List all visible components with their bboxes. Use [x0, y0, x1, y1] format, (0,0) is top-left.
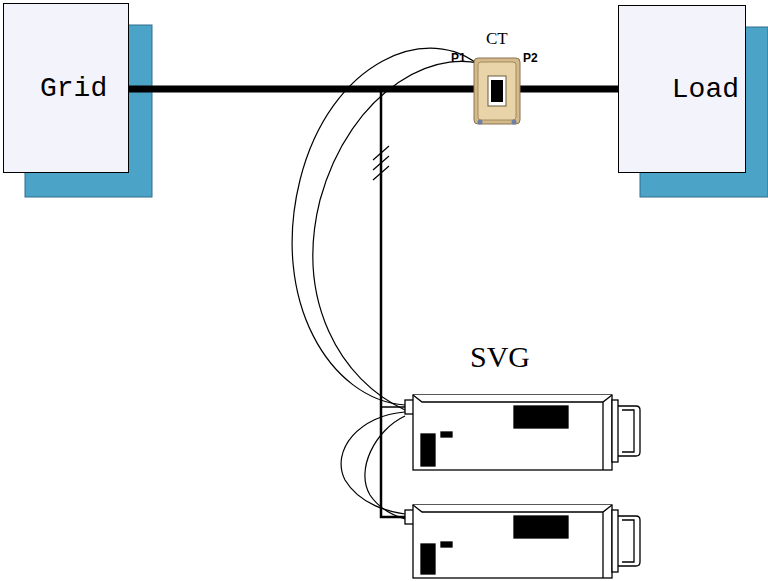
svg-unit [405, 505, 640, 578]
bus-line [129, 86, 618, 93]
grid-box: Grid [3, 3, 129, 173]
ct-label: CT [486, 30, 508, 47]
branch-wire [381, 406, 405, 408]
device-label: SVG [470, 342, 530, 372]
ct-wire [313, 61, 497, 410]
svg-unit [405, 395, 640, 470]
phase-marks [373, 146, 389, 180]
load-box: Load [618, 5, 746, 173]
terminal-label: P2 [523, 52, 538, 64]
ct-wire [292, 48, 482, 405]
feeder-wire [381, 89, 405, 517]
node-label: Load [672, 74, 739, 105]
ct-symbol [474, 58, 520, 125]
node-label: Grid [40, 73, 107, 104]
ct-wire [365, 416, 405, 519]
terminal-label: P1 [451, 52, 466, 64]
